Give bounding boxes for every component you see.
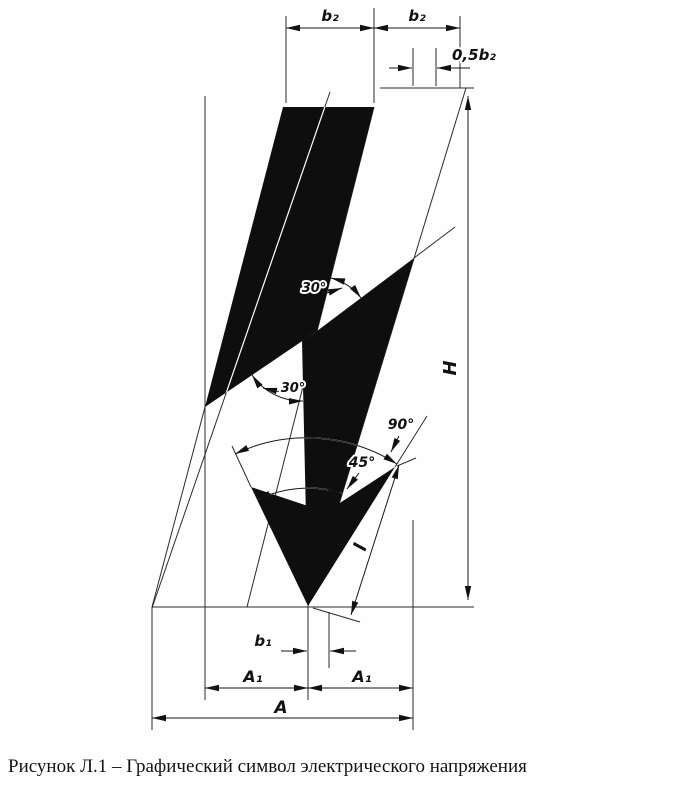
- label-a-total: A: [272, 698, 287, 718]
- leader-30deg-left: [262, 387, 282, 395]
- arc-30deg-top: [330, 277, 362, 299]
- leader-90deg: [390, 435, 401, 453]
- figure-caption: Рисунок Л.1 – Графический символ электри…: [8, 756, 527, 777]
- label-arrow-length: l: [350, 541, 372, 554]
- label-half-b2: 0,5b₂: [452, 46, 496, 64]
- arc-45deg: [256, 485, 343, 501]
- angle-arcs: [234, 277, 401, 501]
- dimension-lines: [152, 24, 472, 722]
- label-b2-right: b₂: [408, 7, 426, 25]
- label-b2-left: b₂: [321, 7, 339, 25]
- voltage-bolt-symbol: [205, 107, 414, 606]
- leader-45deg: [346, 472, 360, 490]
- arc-90deg: [234, 437, 398, 465]
- label-angle-30-left: 30°: [281, 381, 306, 396]
- label-a1-right: A₁: [350, 667, 371, 686]
- label-b1: b₁: [254, 632, 271, 650]
- label-angle-90: 90°: [388, 417, 414, 433]
- label-angle-45: 45°: [348, 455, 375, 471]
- label-a1-left: A₁: [241, 667, 262, 686]
- figure-canvas: b₂ b₂ 0,5b₂ H l b₁ A₁ A₁ A 90° 45° 30° 3…: [151, 5, 498, 730]
- arc-30deg-left: [251, 374, 304, 405]
- label-angle-30-top: 30°: [302, 281, 327, 296]
- label-height: H: [440, 360, 461, 375]
- dim-arrow-length: [350, 464, 400, 616]
- leader-30deg-top: [326, 287, 343, 296]
